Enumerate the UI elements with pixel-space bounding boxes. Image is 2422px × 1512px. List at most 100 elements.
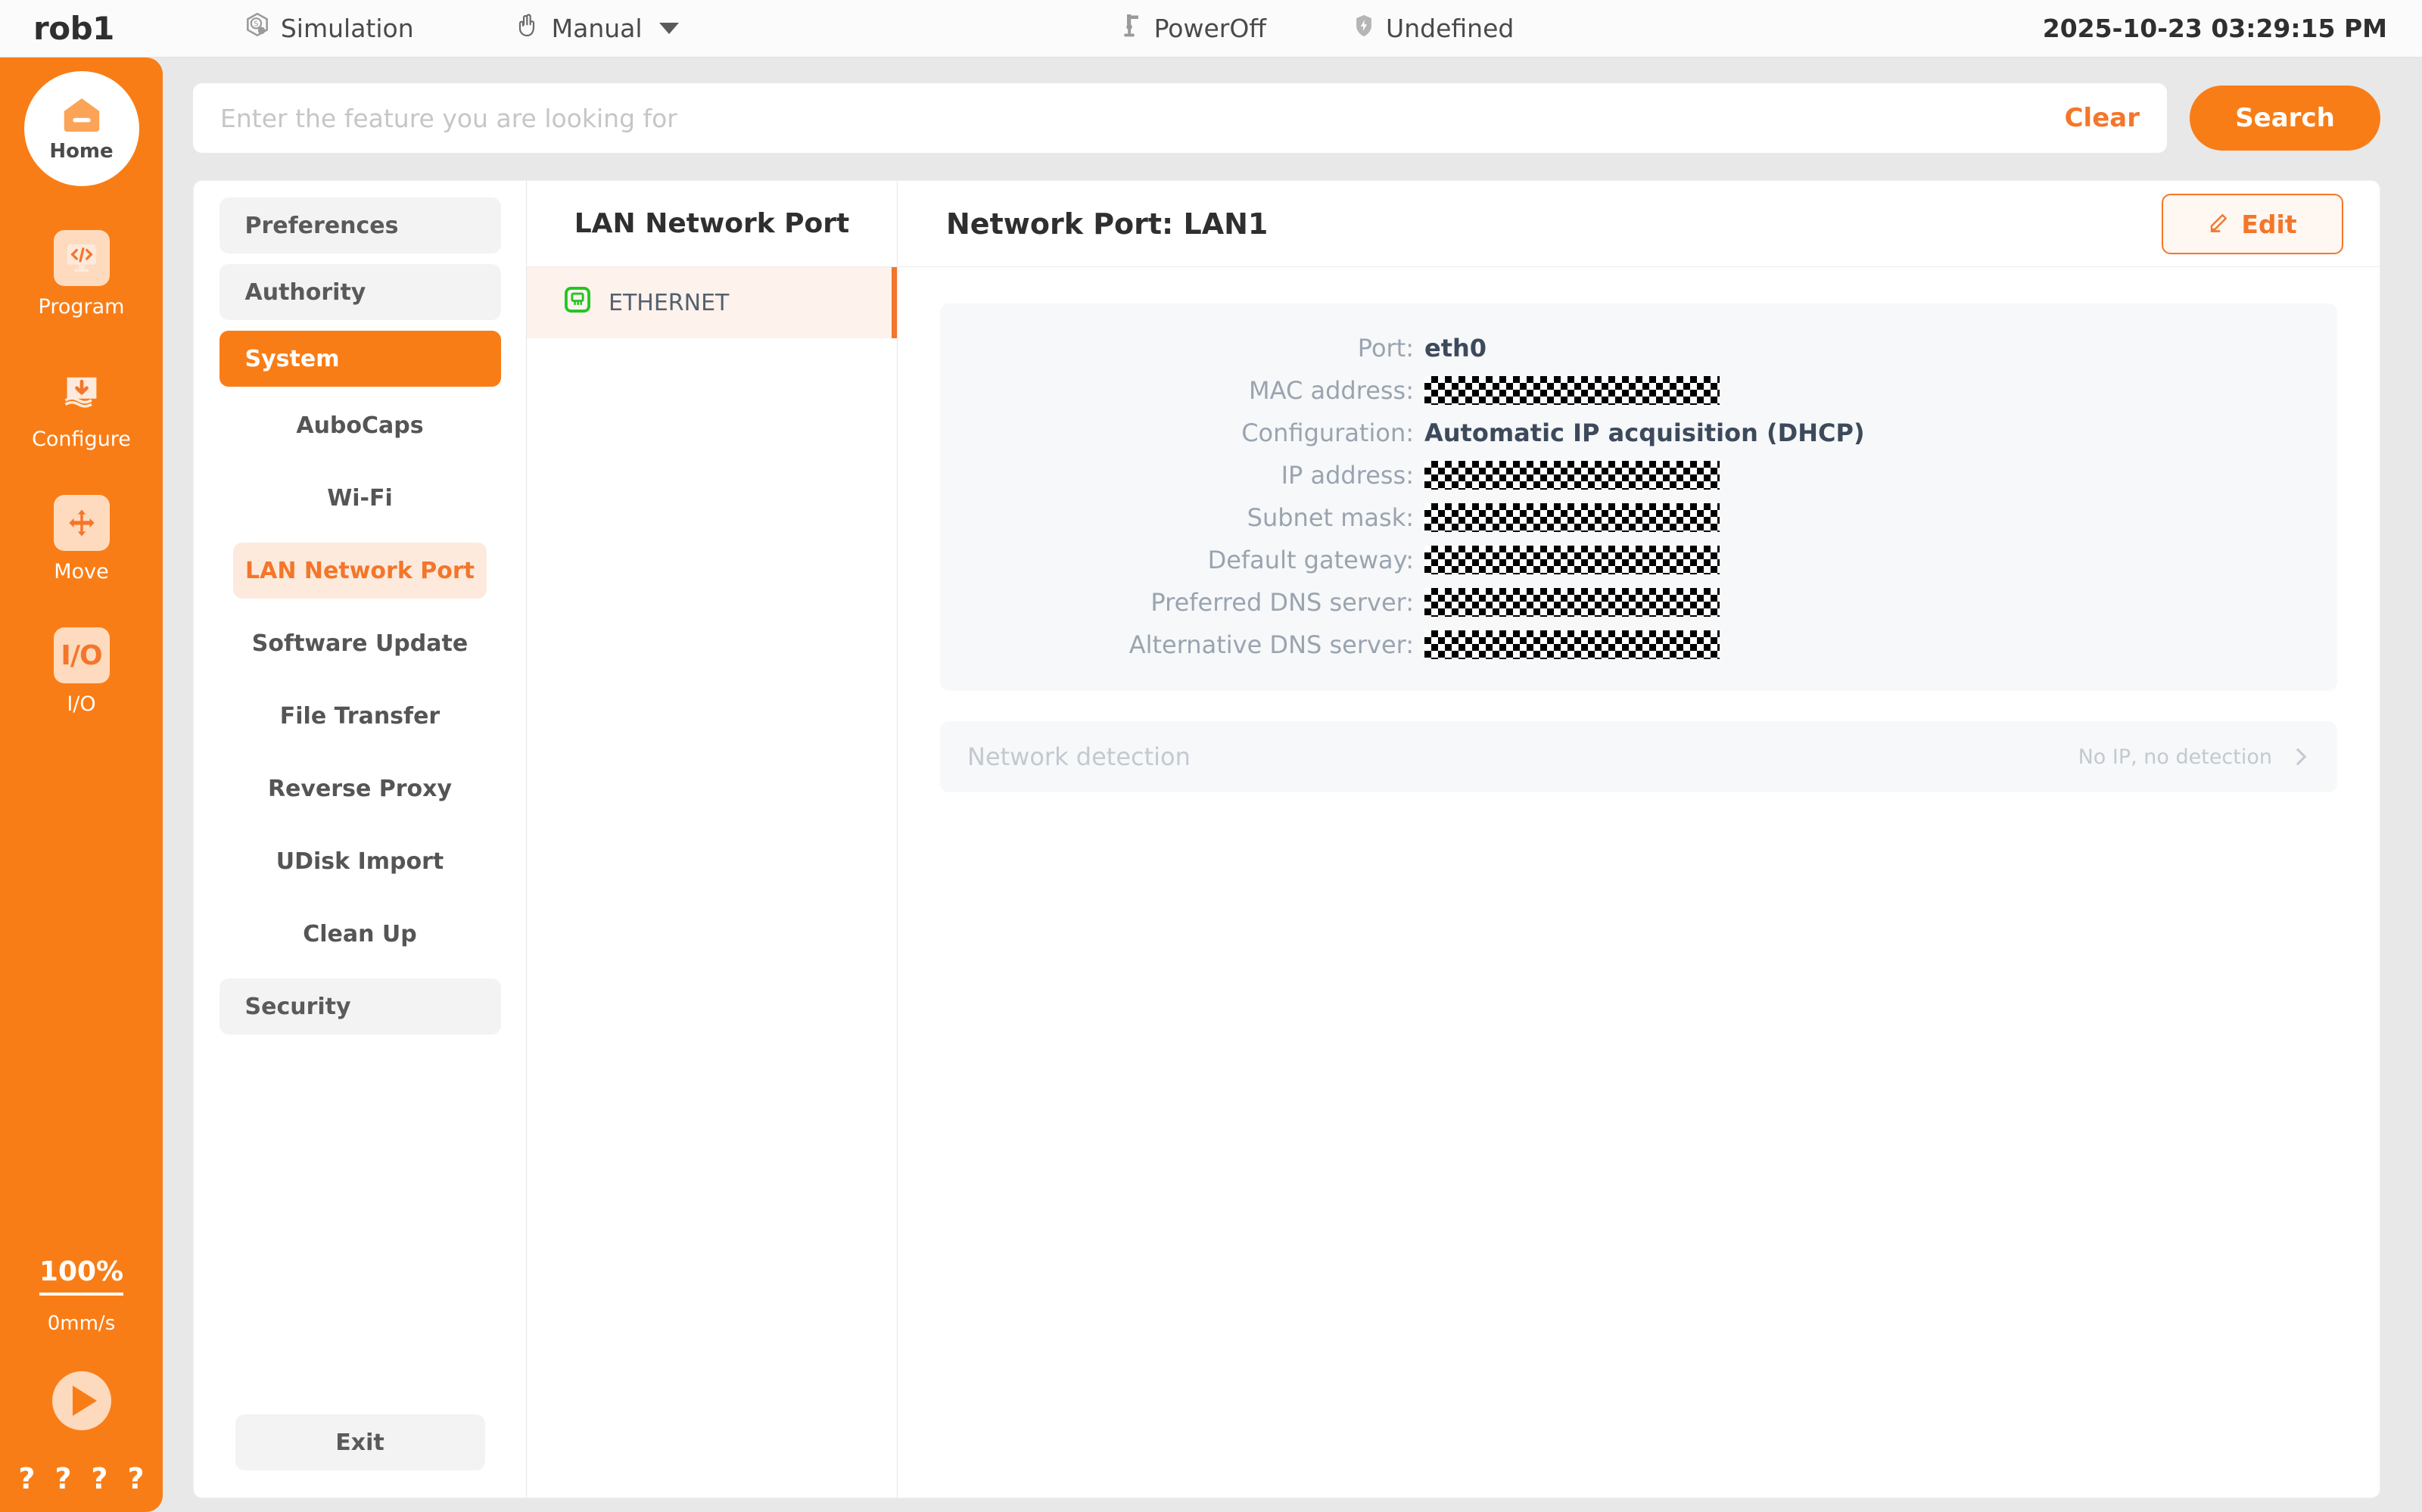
info-label-default-gateway: Default gateway: (1207, 546, 1414, 574)
top-bar: rob1 S Simulation Manual (0, 0, 2422, 58)
io-icon-text: I/O (61, 639, 102, 671)
chevron-down-icon[interactable] (658, 23, 679, 34)
robot-name: rob1 (33, 10, 114, 47)
mode-label: Manual (551, 14, 643, 43)
play-icon (72, 1386, 97, 1416)
network-detection-status: No IP, no detection (2078, 745, 2272, 769)
speed-value: 0mm/s (47, 1312, 116, 1335)
safety-label: Undefined (1386, 14, 1515, 43)
info-row-port: Port: eth0 (940, 334, 2337, 362)
home-icon (58, 95, 105, 138)
menu-item-reverse-proxy[interactable]: Reverse Proxy (267, 775, 453, 802)
menu-group-preferences[interactable]: Preferences (219, 198, 501, 254)
svg-text:S: S (254, 20, 258, 28)
sidebar-item-move[interactable]: Move (0, 495, 163, 583)
network-detection-label: Network detection (967, 742, 1191, 771)
settings-menu-column: Preferences Authority System AuboCaps Wi… (194, 181, 527, 1498)
menu-item-aubocaps[interactable]: AuboCaps (296, 412, 424, 439)
info-label-mac-address: MAC address: (1249, 376, 1414, 405)
menu-item-udisk-import[interactable]: UDisk Import (276, 848, 444, 875)
menu-item-wifi[interactable]: Wi-Fi (327, 484, 393, 512)
help-mark-3[interactable]: ? (91, 1462, 108, 1495)
search-button[interactable]: Search (2190, 86, 2380, 151)
device-list-title: LAN Network Port (527, 181, 897, 267)
power-status[interactable]: PowerOff (1118, 12, 1266, 45)
info-row-default-gateway: Default gateway: (940, 546, 2337, 574)
device-item-ethernet-label: ETHERNET (609, 289, 730, 316)
code-icon (53, 230, 110, 286)
info-value-subnet-mask-redacted (1424, 503, 1720, 532)
network-info-card: Port: eth0 MAC address: Configuration: A… (940, 303, 2337, 691)
info-value-configuration: Automatic IP acquisition (DHCP) (1424, 418, 1865, 447)
device-list-column: LAN Network Port ETHERNET (527, 181, 898, 1498)
sidebar-item-configure-label: Configure (32, 428, 131, 451)
mode-selector[interactable]: Manual (512, 11, 679, 47)
info-row-subnet-mask: Subnet mask: (940, 503, 2337, 532)
menu-item-lan-network-port[interactable]: LAN Network Port (233, 543, 487, 599)
shield-icon (1351, 13, 1377, 45)
sidebar-item-io[interactable]: I/O I/O (0, 627, 163, 716)
simulation-icon: S (243, 11, 272, 46)
info-row-mac-address: MAC address: (940, 376, 2337, 405)
info-row-alternative-dns: Alternative DNS server: (940, 630, 2337, 659)
menu-group-security[interactable]: Security (219, 978, 501, 1034)
datetime-display: 2025-10-23 03:29:15 PM (2042, 14, 2387, 43)
help-mark-2[interactable]: ? (54, 1462, 72, 1495)
help-mark-4[interactable]: ? (127, 1462, 145, 1495)
sidebar-item-move-label: Move (54, 560, 109, 583)
info-value-ip-address-redacted (1424, 461, 1720, 490)
info-label-alternative-dns: Alternative DNS server: (1129, 630, 1414, 659)
play-button[interactable] (51, 1371, 111, 1430)
info-label-preferred-dns: Preferred DNS server: (1150, 588, 1414, 617)
left-nav-rail: Home Program Configure (0, 58, 163, 1512)
io-icon: I/O (53, 627, 110, 683)
edit-button[interactable]: Edit (2162, 194, 2343, 254)
speed-percent[interactable]: 100% (39, 1256, 124, 1296)
sidebar-item-configure[interactable]: Configure (0, 362, 163, 451)
feature-search-bar: Clear Search (193, 83, 2380, 153)
info-row-preferred-dns: Preferred DNS server: (940, 588, 2337, 617)
clear-button[interactable]: Clear (2064, 103, 2140, 133)
download-file-icon (54, 362, 110, 418)
info-label-configuration: Configuration: (1241, 418, 1414, 447)
simulation-label: Simulation (280, 14, 414, 43)
device-item-ethernet[interactable]: ETHERNET (527, 267, 897, 338)
sidebar-item-home-label: Home (49, 140, 114, 163)
info-value-mac-address-redacted (1424, 376, 1720, 405)
search-field[interactable]: Clear (193, 83, 2167, 153)
hand-icon (512, 11, 543, 47)
exit-button[interactable]: Exit (235, 1414, 485, 1470)
search-input[interactable] (220, 103, 2039, 133)
info-label-ip-address: IP address: (1281, 461, 1414, 490)
sidebar-item-program[interactable]: Program (0, 230, 163, 319)
power-label: PowerOff (1153, 14, 1267, 43)
move-arrows-icon (53, 495, 110, 551)
simulation-status[interactable]: S Simulation (243, 11, 414, 46)
menu-item-file-transfer[interactable]: File Transfer (279, 702, 441, 730)
help-mark-1[interactable]: ? (18, 1462, 36, 1495)
help-indicators[interactable]: ? ? ? ? (18, 1462, 144, 1495)
network-detection-right: No IP, no detection (2078, 745, 2307, 769)
content-panel: Preferences Authority System AuboCaps Wi… (193, 180, 2380, 1498)
network-detection-row[interactable]: Network detection No IP, no detection (940, 721, 2337, 792)
menu-group-system[interactable]: System (219, 331, 501, 387)
sidebar-item-io-label: I/O (67, 692, 96, 716)
page-title: Network Port: LAN1 (946, 207, 1269, 241)
sidebar-item-program-label: Program (38, 295, 125, 319)
info-label-subnet-mask: Subnet mask: (1247, 503, 1414, 532)
chevron-right-icon[interactable] (2289, 748, 2307, 766)
sidebar-item-home[interactable]: Home (23, 71, 139, 186)
safety-status[interactable]: Undefined (1351, 13, 1514, 45)
info-value-port: eth0 (1424, 334, 1487, 362)
robot-arm-icon (1118, 12, 1145, 45)
pencil-icon (2208, 210, 2231, 239)
menu-item-software-update[interactable]: Software Update (251, 630, 469, 657)
info-value-preferred-dns-redacted (1424, 588, 1720, 617)
ethernet-port-icon (563, 285, 592, 320)
info-row-ip-address: IP address: (940, 461, 2337, 490)
menu-group-authority[interactable]: Authority (219, 264, 501, 320)
info-row-configuration: Configuration: Automatic IP acquisition … (940, 418, 2337, 447)
detail-column: Network Port: LAN1 Edit Port: eth0 MAC a… (898, 181, 2380, 1498)
menu-item-clean-up[interactable]: Clean Up (303, 920, 417, 947)
edit-button-label: Edit (2241, 209, 2297, 239)
